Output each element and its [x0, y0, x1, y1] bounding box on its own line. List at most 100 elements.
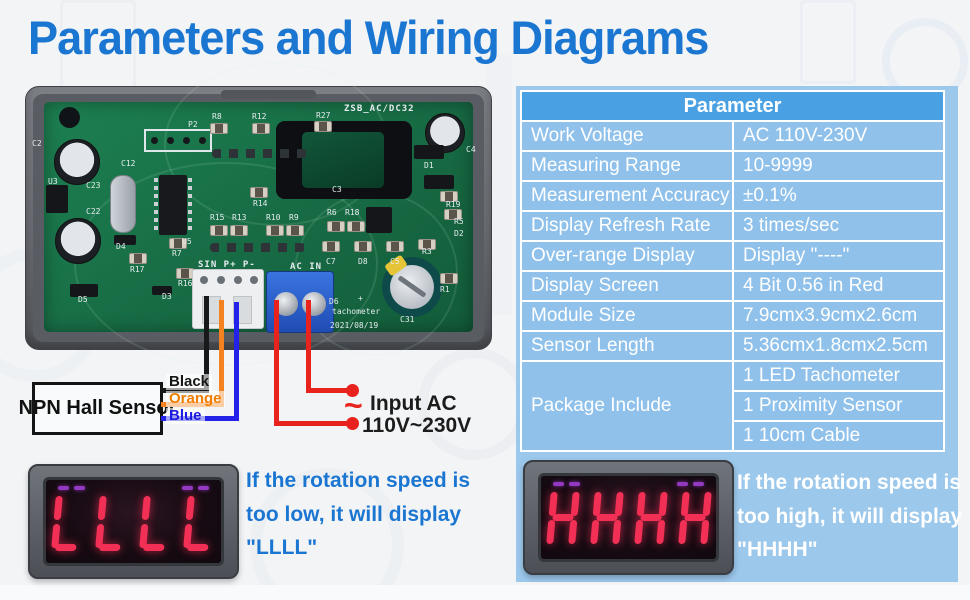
seven-segment-digit	[50, 493, 84, 551]
potentiometer	[382, 254, 442, 317]
ic-chip	[154, 175, 192, 235]
pcb-silk-label: R3	[422, 247, 432, 256]
param-row-label: Display Refresh Rate	[522, 212, 732, 240]
seven-segment-digit	[545, 489, 580, 547]
seven-segment-readout	[50, 493, 216, 551]
pcb-silk-label: C2	[32, 139, 42, 148]
param-row-value: 5.36cmx1.8cmx2.5cm	[734, 332, 943, 360]
pcb-silk-label: D2	[454, 229, 464, 238]
pcb-silk-label: D3	[162, 292, 172, 301]
ac-wire	[306, 300, 311, 392]
pcb-silk-label: C4	[466, 145, 476, 154]
param-row-label: Over-range Display	[522, 242, 732, 270]
note-low-speed: If the rotation speed is too low, it wil…	[246, 469, 471, 559]
param-row-label: Package Include	[522, 362, 732, 450]
pcb-silk-label: 2021/08/19	[330, 321, 379, 330]
pcb-silk-label: C5	[390, 257, 400, 266]
param-row-value: 7.9cmx3.9cmx2.6cm	[734, 302, 943, 330]
pcb-silk-label: D8	[358, 257, 368, 266]
ac-wire	[306, 388, 352, 393]
ac-wire	[274, 421, 352, 426]
pcb-silk-label: R19	[446, 200, 461, 209]
seven-segment-digit	[677, 489, 712, 547]
ac-wire	[274, 300, 279, 425]
pcb-silk-label: R27	[316, 111, 331, 120]
param-row-value: 1 LED Tachometer	[734, 362, 943, 390]
note-high-speed: If the rotation speed is too high, it wi…	[737, 471, 963, 561]
npn-hall-sensor-box: NPN Hall Sensor	[19, 382, 176, 435]
pcb-silk-label: C12	[121, 159, 136, 168]
mounting-hole	[59, 107, 80, 128]
pcb-silk-label: R17	[130, 265, 145, 274]
table-header: Parameter	[522, 92, 943, 120]
black-wire	[161, 388, 209, 393]
pcb-silk-label: D1	[424, 161, 434, 170]
black-wire	[204, 296, 209, 392]
param-row-value: ±0.1%	[734, 182, 943, 210]
param-row-value: 1 10cm Cable	[734, 422, 943, 450]
param-row-label: Work Voltage	[522, 122, 732, 150]
pcb-silk-label: C7	[326, 257, 336, 266]
pcb-silk-label: R13	[232, 213, 247, 222]
pcb-silk-label: R16	[178, 279, 193, 288]
sensor-connector	[192, 269, 264, 329]
solder-pads	[210, 243, 305, 252]
param-row-label: Measuring Range	[522, 152, 732, 180]
blue-wire	[234, 302, 239, 420]
pin-header	[144, 129, 212, 152]
pcb-silk-label: tachometer	[332, 307, 381, 316]
pcb-silk-label: C23	[86, 181, 101, 190]
pcb-silk-label: D4	[116, 242, 126, 251]
param-row-value: 3 times/sec	[734, 212, 943, 240]
input-ac-label: Input AC	[370, 392, 457, 415]
crystal-oscillator	[110, 175, 136, 233]
pcb-silk-label: C3	[332, 185, 342, 194]
ac-tilde-symbol: ~	[344, 387, 363, 423]
capacitor	[425, 113, 465, 153]
pcb-silk-label: D5	[78, 295, 88, 304]
capacitor	[55, 218, 101, 264]
pcb-silk-label: R6	[327, 208, 337, 217]
pcb-silk-label: R8	[212, 112, 222, 121]
pcb-silk-label: R9	[289, 213, 299, 222]
pcb-silk-label: U3	[48, 177, 58, 186]
pcb-silk-label: R12	[252, 112, 267, 121]
pcb-silk-label: C22	[86, 207, 101, 216]
ac-wire-end	[346, 417, 359, 430]
pcb-silk-label: R10	[266, 213, 281, 222]
seven-segment-digit	[182, 493, 216, 551]
param-row-label: Measurement Accuracy	[522, 182, 732, 210]
param-row-label: Sensor Length	[522, 332, 732, 360]
param-row-value: 10-9999	[734, 152, 943, 180]
seven-segment-digit	[589, 489, 624, 547]
pcb-silk-label: +	[358, 294, 363, 303]
pcb-silk-label: U5	[182, 237, 192, 246]
solder-pads	[212, 149, 307, 158]
param-row-value: 1 Proximity Sensor	[734, 392, 943, 420]
seven-segment-digit	[633, 489, 668, 547]
pcb-silk-label: ZSB_AC/DC32	[344, 104, 415, 114]
pcb-silk-label: R15	[210, 213, 225, 222]
transformer	[276, 121, 412, 199]
wire-label-black: Black	[166, 374, 213, 390]
ac-wire-end	[346, 384, 359, 397]
input-ac-voltage-label: 110V~230V	[362, 414, 472, 437]
pcb-silk-label: R14	[253, 199, 268, 208]
param-row-value: 4 Bit 0.56 in Red	[734, 272, 943, 300]
param-row-label: Display Screen	[522, 272, 732, 300]
pcb-silk-label: R1	[440, 285, 450, 294]
pcb-silk-label: D6	[329, 297, 339, 306]
led-screen	[43, 477, 224, 566]
led-display-high	[523, 460, 734, 575]
pcb-silk-label: R18	[345, 208, 360, 217]
pcb-silk-label: C31	[400, 315, 415, 324]
orange-wire	[219, 300, 224, 406]
seven-segment-digit	[94, 493, 128, 551]
pcb-silk-label: SIN P+ P-	[198, 260, 256, 270]
param-row-value: Display "----"	[734, 242, 943, 270]
pcb-silk-label: P2	[188, 120, 198, 129]
param-row-value: AC 110V-230V	[734, 122, 943, 150]
param-row-label: Module Size	[522, 302, 732, 330]
